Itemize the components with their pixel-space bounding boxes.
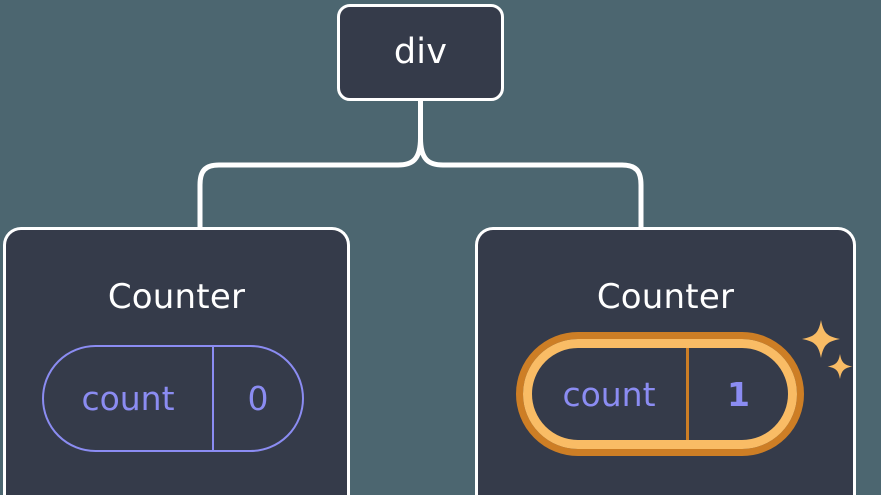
edge-to-counter-right	[418, 135, 644, 230]
node-div[interactable]: div	[337, 4, 504, 101]
node-counter-right-title: Counter	[596, 277, 735, 317]
state-pill-left-value: 0	[247, 379, 269, 418]
sparkle-small-icon	[827, 354, 853, 379]
sparkles-group	[802, 320, 853, 379]
sparkle-large-icon	[802, 320, 840, 358]
state-pill-right-key: count	[532, 348, 689, 440]
node-counter-left-title: Counter	[107, 277, 246, 317]
state-pill-right-ring: count 1	[523, 339, 797, 449]
state-pill-count-right[interactable]: count 1	[516, 332, 804, 456]
node-div-label: div	[393, 32, 448, 72]
edge-to-counter-left	[197, 135, 423, 230]
state-pill-right-value: 1	[727, 374, 750, 414]
state-pill-count-left[interactable]: count 0	[42, 345, 304, 452]
state-pill-left-key: count	[44, 347, 214, 450]
